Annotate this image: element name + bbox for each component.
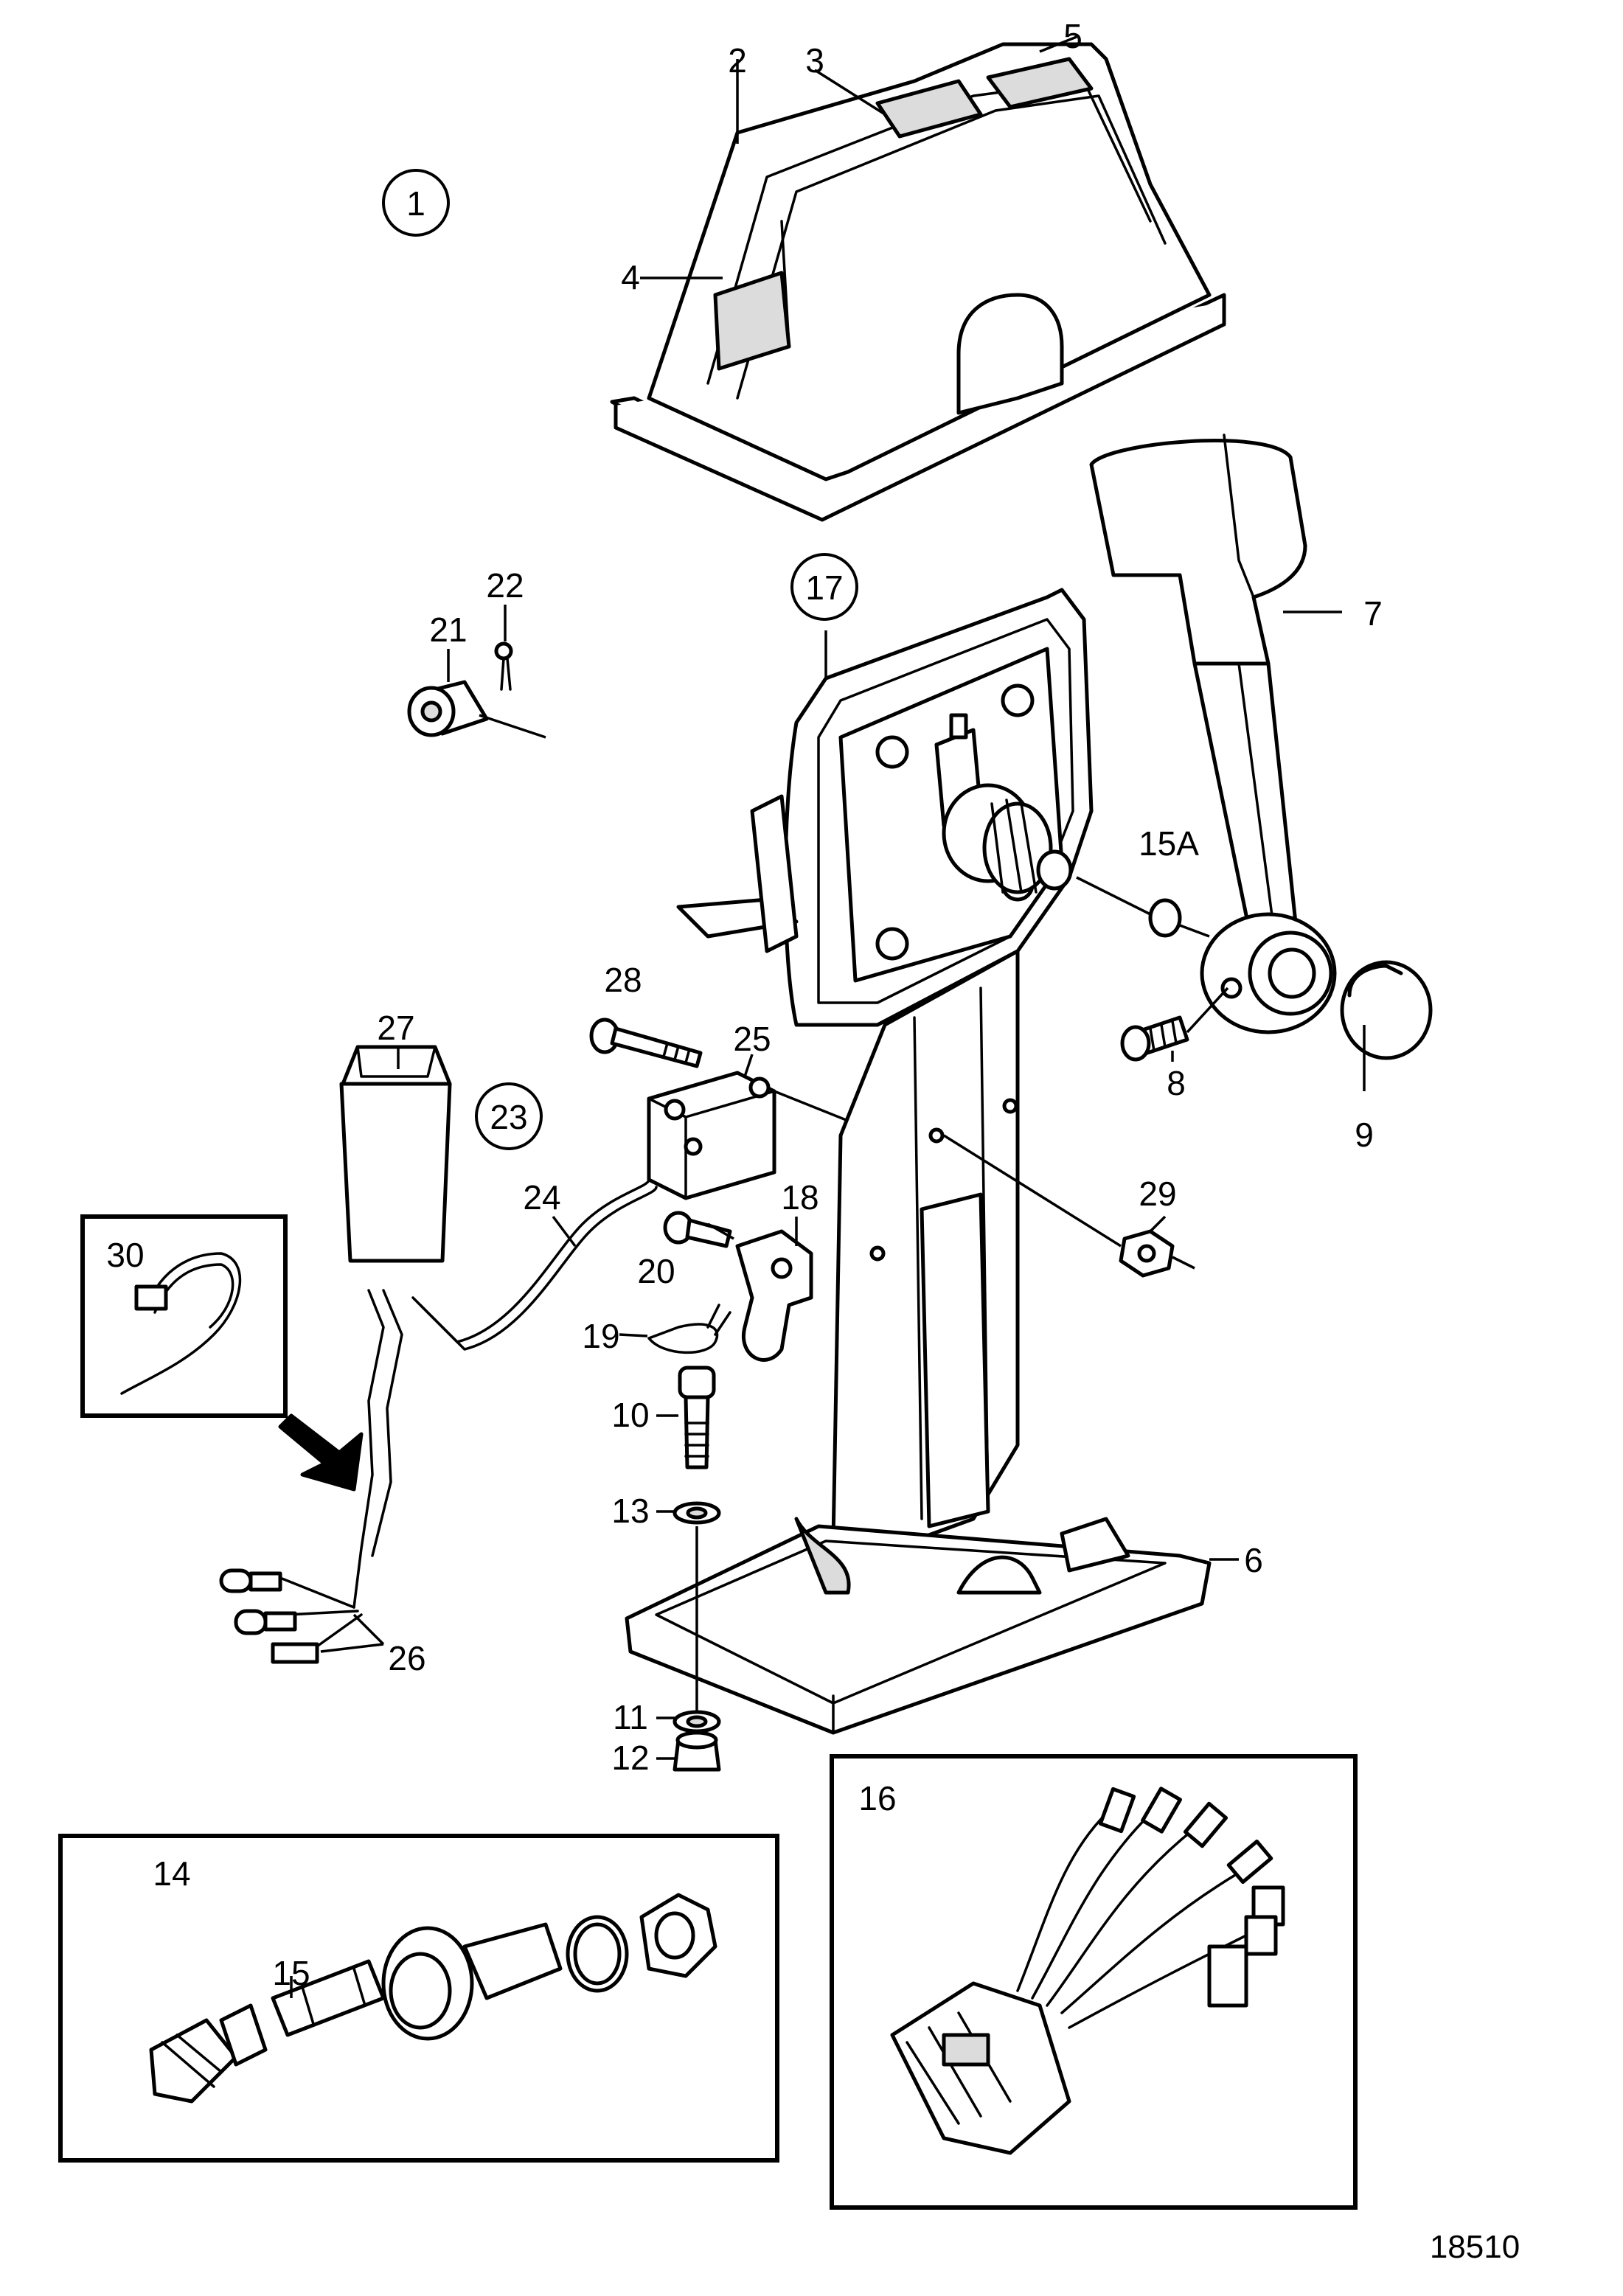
callout-23: 23 <box>490 1098 527 1136</box>
callout-6: 6 <box>1244 1541 1263 1579</box>
cotter-19 <box>647 1304 731 1354</box>
callout-5: 5 <box>1063 17 1082 55</box>
screw-20 <box>663 1211 732 1248</box>
nut-29 <box>943 1134 1195 1278</box>
washer-11 <box>673 1710 721 1733</box>
control-housing <box>676 588 1094 1580</box>
callout-20: 20 <box>637 1252 675 1290</box>
callout-1: 1 <box>406 184 425 223</box>
bolt-10 <box>678 1366 716 1469</box>
callout-25: 25 <box>733 1020 771 1058</box>
callout-16: 16 <box>858 1779 896 1817</box>
callout-9: 9 <box>1355 1116 1374 1154</box>
lever-screw <box>1120 987 1229 1062</box>
callout-circle-17 <box>790 553 858 621</box>
callout-21: 21 <box>429 610 467 649</box>
nut-12 <box>673 1730 721 1772</box>
callout-13: 13 <box>611 1492 649 1530</box>
callout-14: 14 <box>153 1854 190 1893</box>
figure-id: 18510 <box>1430 2229 1520 2265</box>
callout-7: 7 <box>1363 594 1383 633</box>
washer-13 <box>673 1501 721 1718</box>
callout-27: 27 <box>377 1009 414 1047</box>
callout-8: 8 <box>1167 1064 1186 1102</box>
callout-3: 3 <box>805 41 824 80</box>
callout-30: 30 <box>106 1236 144 1274</box>
control-lever <box>1089 434 1337 1034</box>
wiring-harness <box>219 1045 658 1664</box>
callout-15: 15 <box>272 1954 310 1992</box>
callout-circle-23 <box>475 1082 543 1150</box>
callout-18: 18 <box>781 1178 819 1217</box>
callout-19: 19 <box>582 1317 619 1355</box>
clip-18 <box>735 1229 813 1362</box>
callout-4: 4 <box>621 258 640 296</box>
control-cover <box>610 42 1226 522</box>
callout-22: 22 <box>486 566 524 605</box>
joint-21 <box>407 680 546 739</box>
callout-10: 10 <box>611 1396 649 1434</box>
lever-knob <box>1340 960 1433 1060</box>
callout-11: 11 <box>613 1698 648 1736</box>
callout-26: 26 <box>388 1639 425 1677</box>
callout-circle-1 <box>382 169 450 237</box>
pin-22 <box>494 641 513 691</box>
switch-block-25 <box>647 1071 776 1200</box>
inset-16 <box>830 1754 1358 2210</box>
o-ring <box>1076 876 1210 938</box>
callout-24: 24 <box>523 1178 560 1217</box>
base-plate <box>625 1517 1212 1735</box>
callout-15a: 15A <box>1139 824 1199 863</box>
callout-2: 2 <box>728 41 747 80</box>
leader-lines <box>290 35 1366 1998</box>
callout-29: 29 <box>1139 1175 1176 1213</box>
inset-30 <box>80 1214 364 1492</box>
callout-28: 28 <box>604 961 642 999</box>
callout-12: 12 <box>611 1739 649 1777</box>
inset-14 <box>58 1834 779 2163</box>
callout-17: 17 <box>805 568 843 607</box>
screw-28 <box>589 1017 703 1068</box>
